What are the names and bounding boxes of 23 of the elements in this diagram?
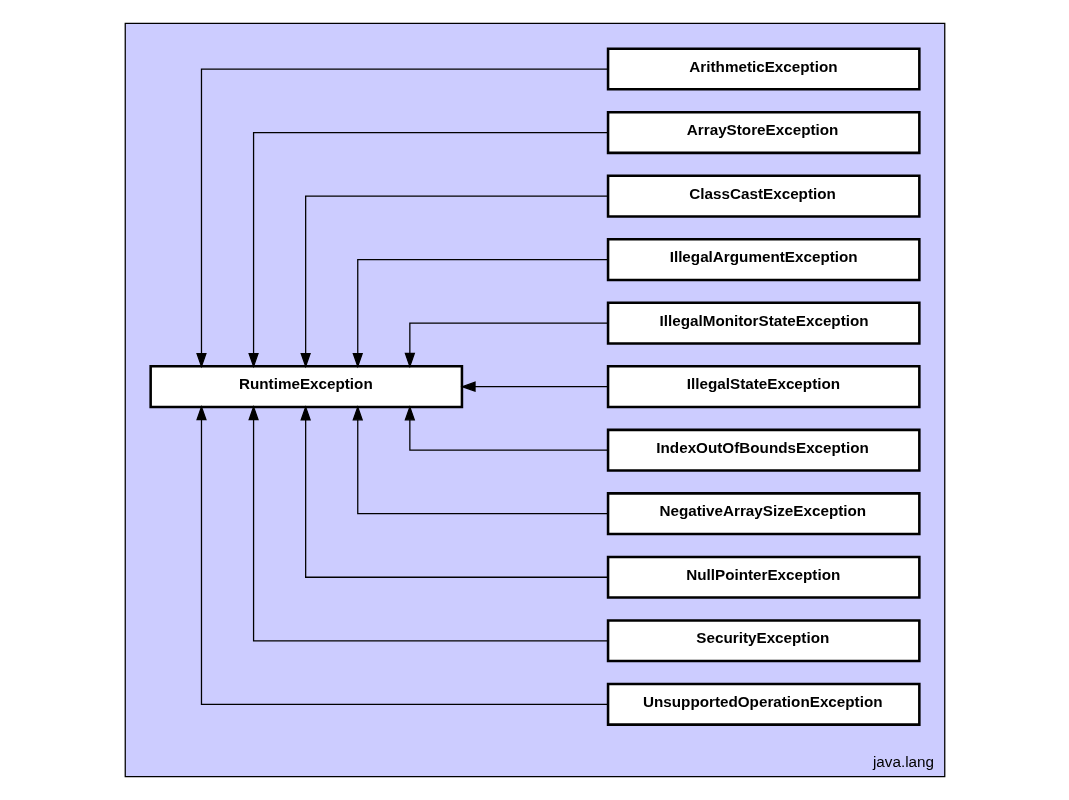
arrow	[351, 405, 609, 515]
arrow	[195, 68, 608, 369]
node-box: IllegalMonitorStateException	[606, 301, 921, 345]
node-box: IndexOutOfBoundsException	[606, 428, 921, 472]
node-box: ClassCastException	[606, 174, 921, 218]
node-box: IllegalStateException	[606, 365, 921, 409]
node-box: NegativeArraySizeException	[606, 492, 921, 536]
node-box: SecurityException	[606, 619, 921, 663]
arrow	[351, 258, 609, 369]
node-box: RuntimeException	[148, 365, 463, 409]
arrow	[299, 195, 609, 369]
arrow	[195, 405, 608, 705]
node-box: IllegalArgumentException	[606, 238, 921, 282]
arrow	[459, 381, 609, 392]
node-box: UnsupportedOperationException	[606, 682, 921, 726]
arrow	[404, 405, 609, 451]
arrow	[247, 131, 608, 369]
node-box: ArithmeticException	[606, 47, 921, 91]
node-box: NullPointerException	[606, 555, 921, 599]
node-box: ArrayStoreException	[606, 110, 921, 155]
arrow	[247, 405, 608, 642]
arrow	[299, 405, 609, 578]
arrow	[404, 322, 609, 369]
